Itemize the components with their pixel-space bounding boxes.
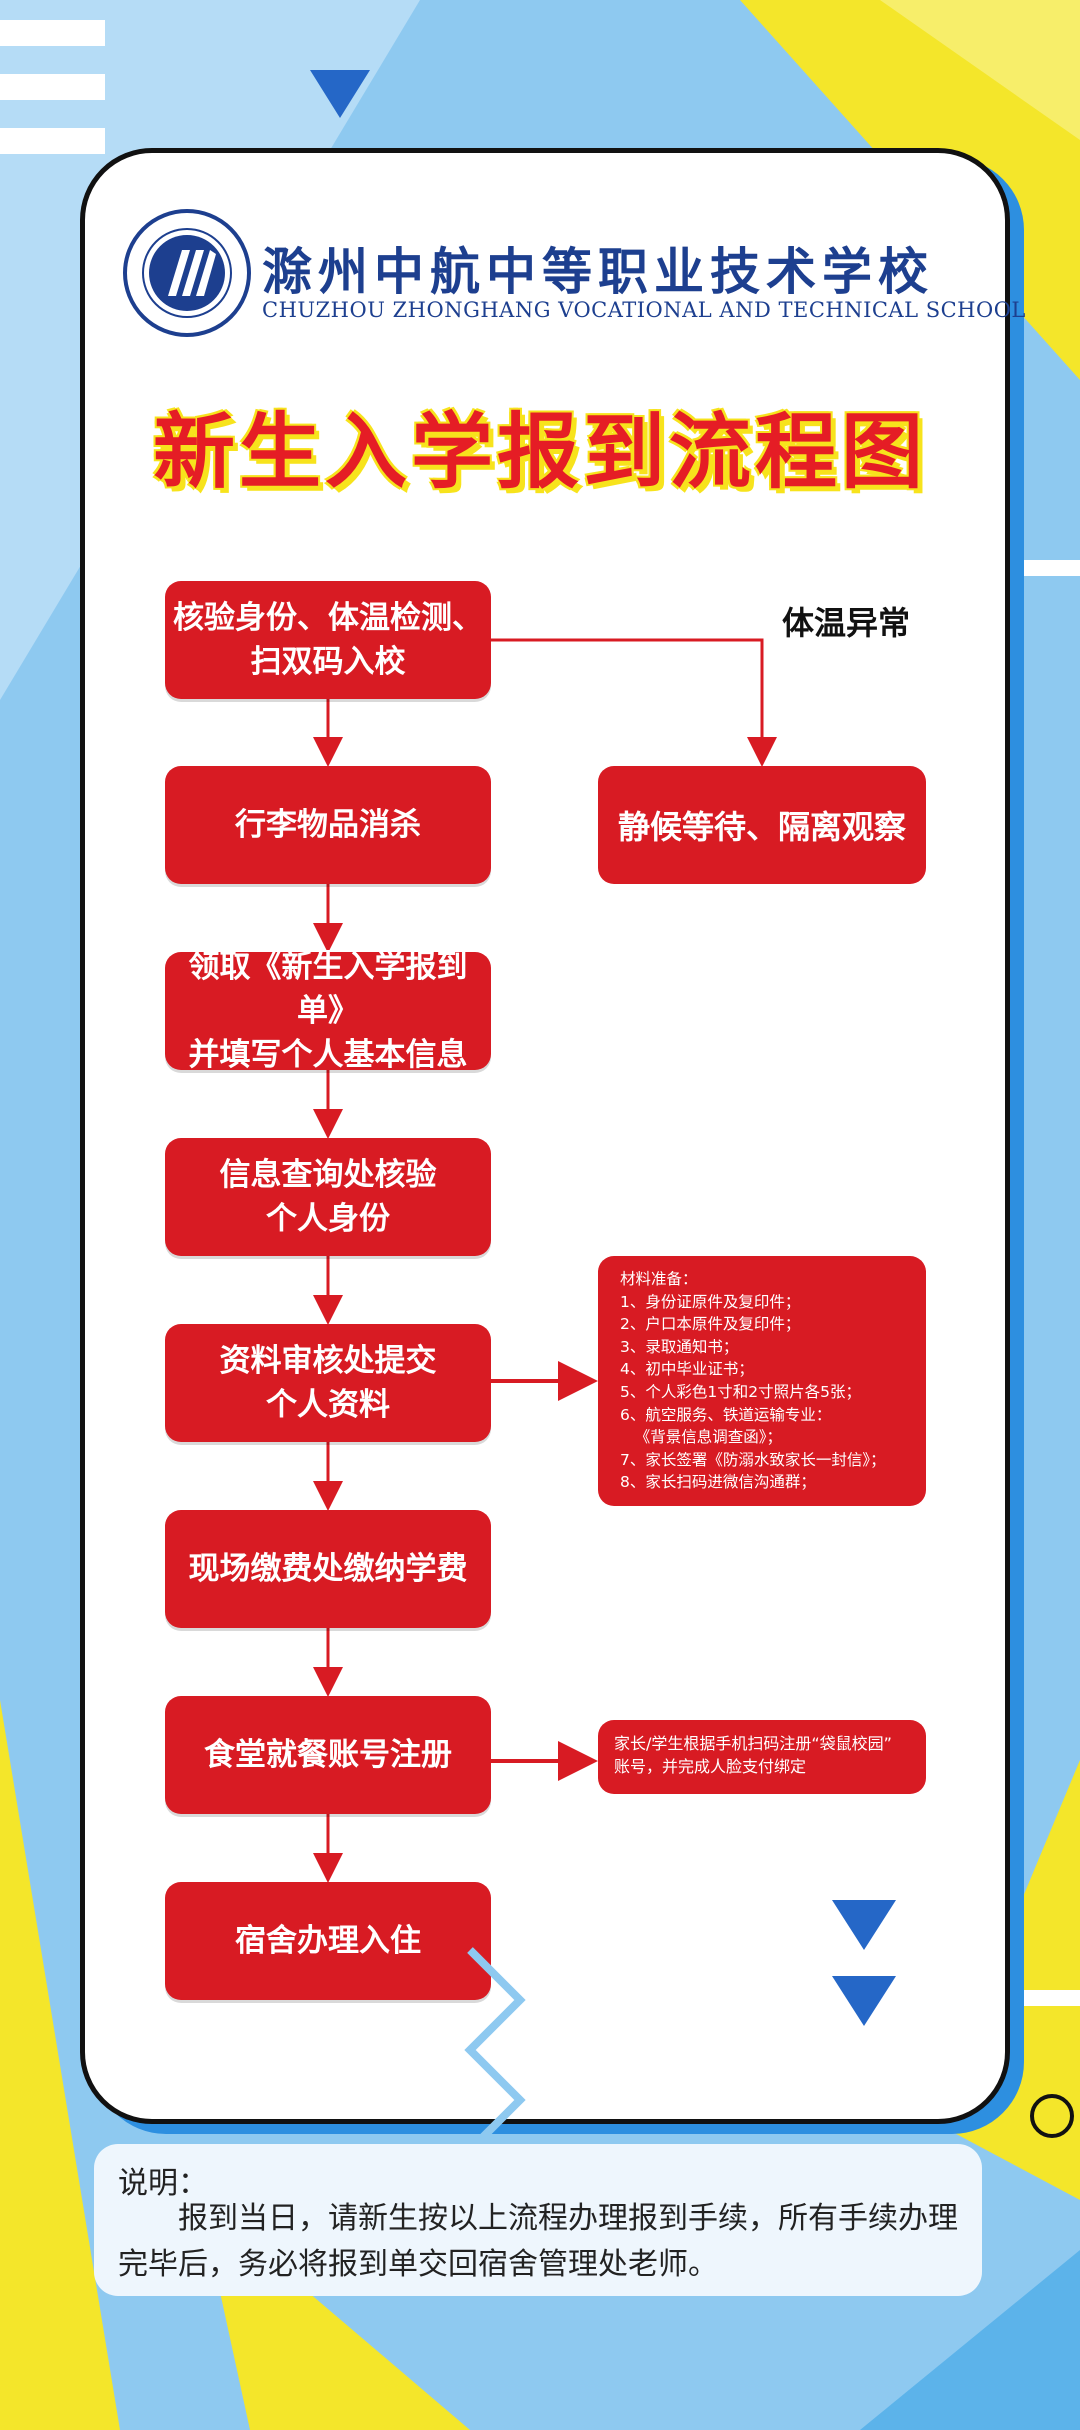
canteen-note-line2: 账号，并完成人脸支付绑定 (614, 1757, 807, 1776)
note-title: 说明： (118, 2166, 208, 2201)
school-name-en: CHUZHOU ZHONGHANG VOCATIONAL AND TECHNIC… (262, 298, 1026, 322)
step-2-label: 行李物品消杀 (235, 807, 421, 843)
materials-item: 7、家长签署《防溺水致家长一封信》； (620, 1450, 886, 1469)
materials-item: 1、身份证原件及复印件； (620, 1292, 801, 1311)
step-1-label: 核验身份、体温检测、 扫双码入校 (173, 600, 483, 680)
step-6: 现场缴费处缴纳学费 (165, 1510, 491, 1628)
school-name-cn: 滁州中航中等职业技术学校 (262, 242, 934, 301)
materials-box: 材料准备： 1、身份证原件及复印件； 2、户口本原件及复印件； 3、录取通知书；… (598, 1256, 926, 1506)
note-body: 报到当日，请新生按以上流程办理报到手续，所有手续办理完毕后，务必将报到单交回宿舍… (118, 2201, 958, 2282)
step-1: 核验身份、体温检测、 扫双码入校 (165, 581, 491, 699)
materials-item: 8、家长扫码进微信沟通群； (620, 1473, 816, 1492)
materials-item: 5、个人彩色1寸和2寸照片各5张； (620, 1382, 861, 1401)
page-title: 新生入学报到流程图 (152, 405, 927, 500)
step-5: 资料审核处提交 个人资料 (165, 1324, 491, 1442)
materials-item: 3、录取通知书； (620, 1337, 739, 1356)
step-4: 信息查询处核验 个人身份 (165, 1138, 491, 1256)
step-8-label: 宿舍办理入住 (235, 1923, 421, 1959)
step-3: 领取《新生入学报到单》 并填写个人基本信息 (165, 949, 491, 1073)
canteen-note-line1: 家长/学生根据手机扫码注册“袋鼠校园” (614, 1734, 892, 1753)
materials-title: 材料准备： (620, 1270, 698, 1288)
materials-item: 《背景信息调查函》； (620, 1428, 783, 1447)
step-8: 宿舍办理入住 (165, 1882, 491, 2000)
materials-item: 2、户口本原件及复印件； (620, 1315, 801, 1334)
step-6-label: 现场缴费处缴纳学费 (188, 1551, 468, 1587)
step-7: 食堂就餐账号注册 (165, 1696, 491, 1814)
step-7-label: 食堂就餐账号注册 (204, 1737, 452, 1773)
step-5-label: 资料审核处提交 个人资料 (219, 1343, 437, 1423)
step-4-label: 信息查询处核验 个人身份 (219, 1157, 437, 1237)
note-box: 说明： 报到当日，请新生按以上流程办理报到手续，所有手续办理完毕后，务必将报到单… (94, 2144, 982, 2296)
canteen-note-box: 家长/学生根据手机扫码注册“袋鼠校园” 账号，并完成人脸支付绑定 (598, 1720, 926, 1794)
step-2: 行李物品消杀 (165, 766, 491, 884)
step-3-label: 领取《新生入学报到单》 并填写个人基本信息 (188, 949, 468, 1073)
branch-action-box: 静候等待、隔离观察 (598, 766, 926, 884)
branch-condition-label: 体温异常 (782, 604, 911, 642)
materials-item: 6、航空服务、铁道运输专业： (620, 1405, 832, 1424)
materials-item: 4、初中毕业证书； (620, 1360, 754, 1379)
school-logo (123, 209, 251, 337)
